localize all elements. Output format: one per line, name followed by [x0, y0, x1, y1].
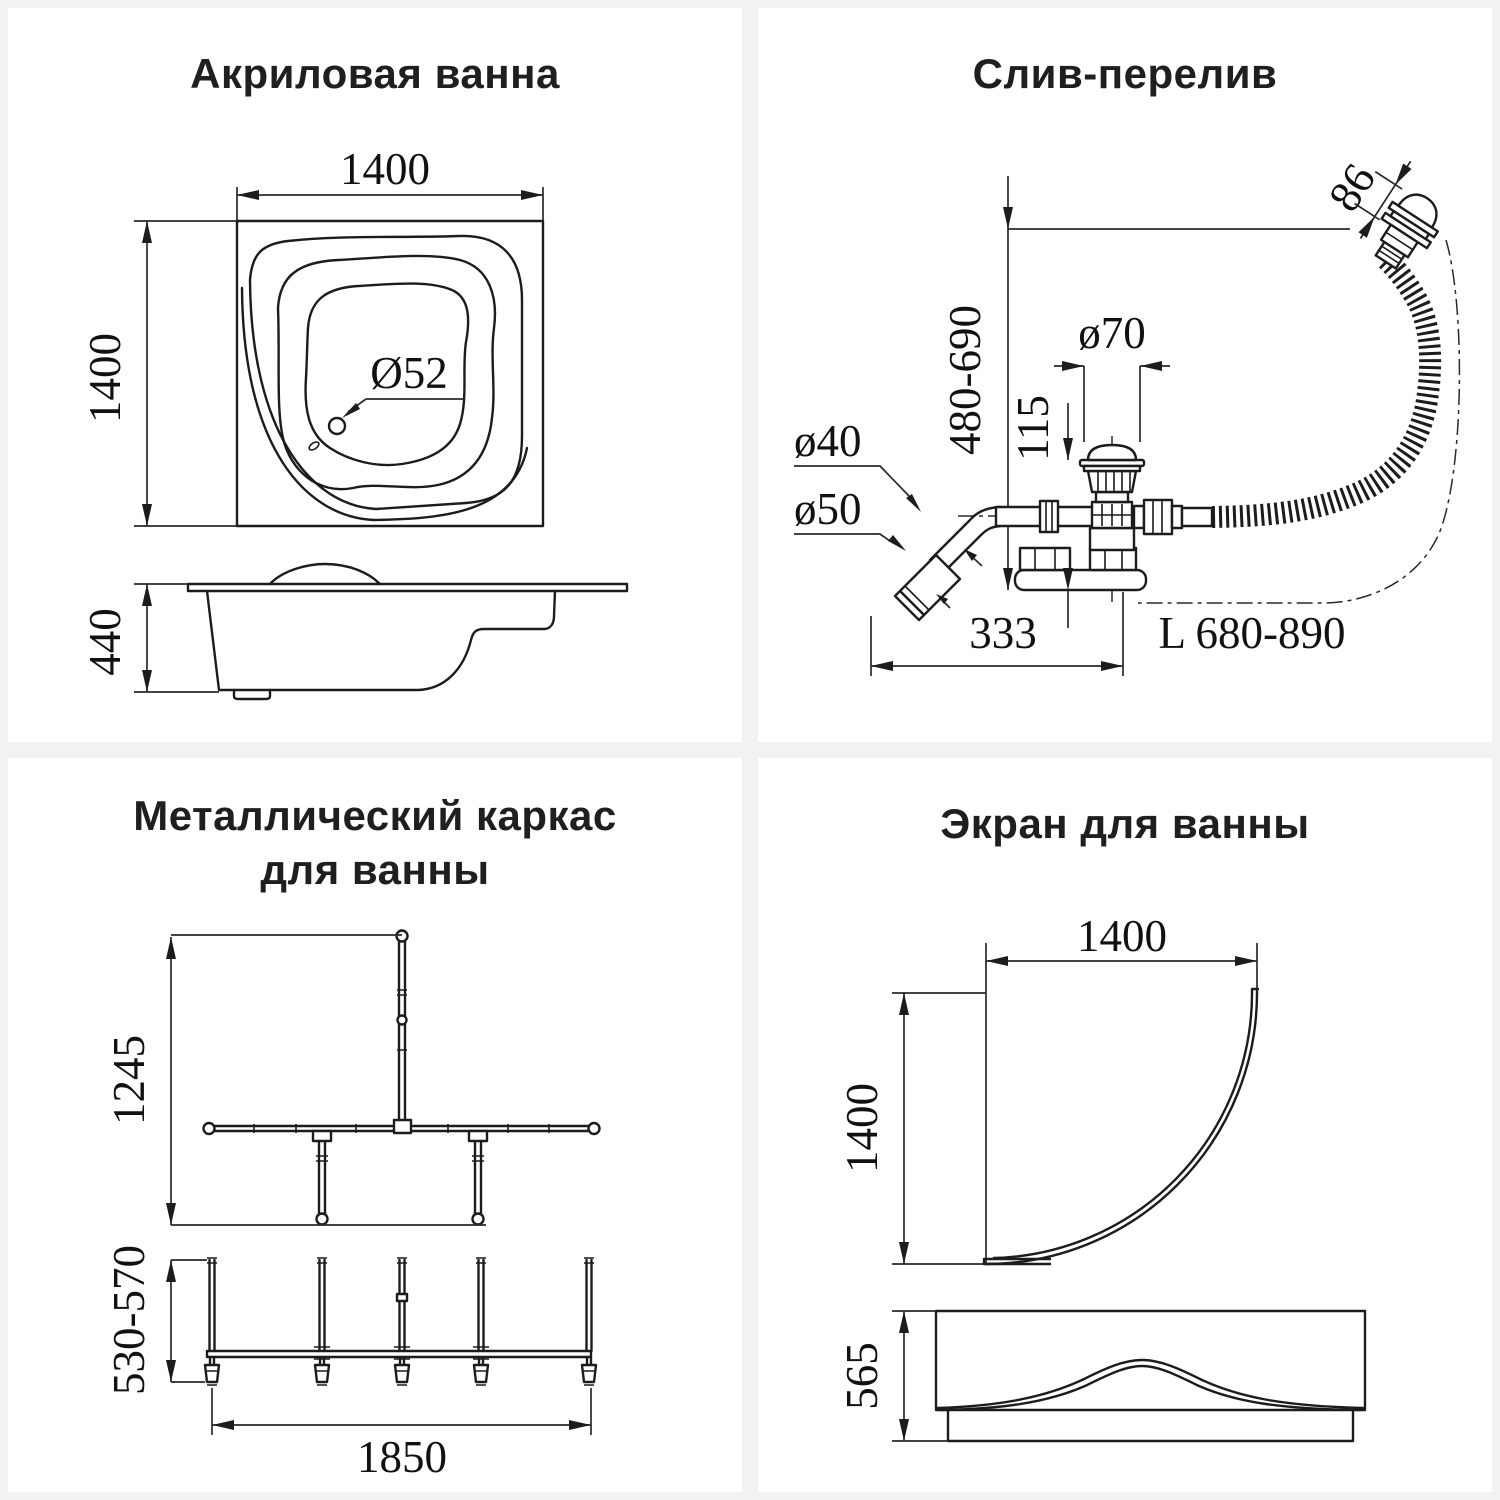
bath-screen-drawing: Экран для ванны 1400 1400 [837, 800, 1367, 1443]
svg-text:530-570: 530-570 [104, 1245, 154, 1395]
label-outlet-inner: ø40 [794, 416, 983, 567]
frame-studs [207, 1257, 594, 1360]
dim-height-range: 480-690 [940, 176, 1350, 590]
svg-text:1400: 1400 [1077, 911, 1167, 961]
dim-height-range-frame: 530-570 [104, 1245, 207, 1395]
screen-dim-panel-height: 565 [837, 1310, 948, 1442]
dim-valve-offset: 115 [1008, 395, 1073, 628]
svg-text:ø50: ø50 [794, 484, 862, 534]
bath-dim-height: 1400 [80, 220, 237, 527]
svg-text:1245: 1245 [104, 1035, 154, 1125]
svg-text:115: 115 [1008, 395, 1058, 461]
bath-side-view [186, 562, 629, 701]
label-hose-length: L 680-890 [1158, 608, 1345, 658]
frame-top-view [202, 929, 601, 1226]
bath-drain-label: Ø52 [342, 348, 463, 418]
metal-frame-drawing: Металлический каркас для ванны [104, 792, 617, 1482]
dim-plug-diameter: ø70 [1054, 308, 1170, 442]
svg-text:1400: 1400 [340, 144, 430, 194]
corrugated-hose [1211, 249, 1442, 528]
drain-overflow-title: Слив-перелив [973, 50, 1278, 97]
frame-front-view [203, 1257, 598, 1386]
drain-base [1013, 546, 1148, 592]
label-outlet-outer: ø50 [794, 484, 951, 609]
dim-top-length: 1245 [104, 934, 486, 1226]
hose-alt-position-centerline [1138, 239, 1461, 604]
svg-text:480-690: 480-690 [940, 305, 990, 455]
svg-text:1400: 1400 [80, 333, 130, 423]
svg-text:Ø52: Ø52 [370, 348, 448, 398]
panel-bath-screen: Экран для ванны 1400 1400 [758, 758, 1492, 1492]
drain-overflow-drawing: Слив-перелив 480-690 [794, 50, 1461, 676]
overflow-pipe-run [994, 499, 1096, 534]
bath-dim-depth: 440 [80, 583, 219, 693]
svg-text:333: 333 [969, 608, 1037, 658]
drain-valve [1078, 443, 1214, 552]
dim-length: 1850 [211, 1388, 592, 1482]
svg-text:1850: 1850 [357, 1432, 447, 1482]
svg-text:ø70: ø70 [1078, 308, 1146, 358]
acrylic-bath-title: Акриловая ванна [190, 50, 560, 97]
frame-feet [203, 1355, 598, 1386]
overflow-head: 86 [1319, 155, 1440, 270]
screen-plan-view [982, 987, 1260, 1266]
svg-text:1400: 1400 [837, 1083, 887, 1173]
bath-top-view [235, 219, 545, 528]
frame-title-line2: для ванны [260, 846, 489, 893]
dim-horizontal-offset: 333 [870, 592, 1124, 676]
svg-text:565: 565 [837, 1342, 887, 1410]
svg-text:440: 440 [80, 608, 130, 676]
panel-drain-overflow: Слив-перелив 480-690 [758, 8, 1492, 742]
panel-acrylic-bath: Акриловая ванна 1400 1400 [8, 8, 742, 742]
svg-text:ø40: ø40 [794, 416, 862, 466]
screen-dim-height: 1400 [837, 992, 1050, 1265]
bath-screen-title: Экран для ванны [940, 800, 1309, 847]
acrylic-bath-drawing: Акриловая ванна 1400 1400 [80, 50, 629, 701]
bath-dim-width: 1400 [236, 144, 544, 221]
frame-title-line1: Металлический каркас [133, 792, 617, 839]
outlet-elbow [893, 505, 1002, 622]
svg-text:86: 86 [1319, 155, 1385, 220]
drain-hole [327, 416, 347, 436]
screen-dim-width: 1400 [985, 911, 1258, 1264]
screen-front-view [934, 1309, 1367, 1443]
panel-metal-frame: Металлический каркас для ванны [8, 758, 742, 1492]
